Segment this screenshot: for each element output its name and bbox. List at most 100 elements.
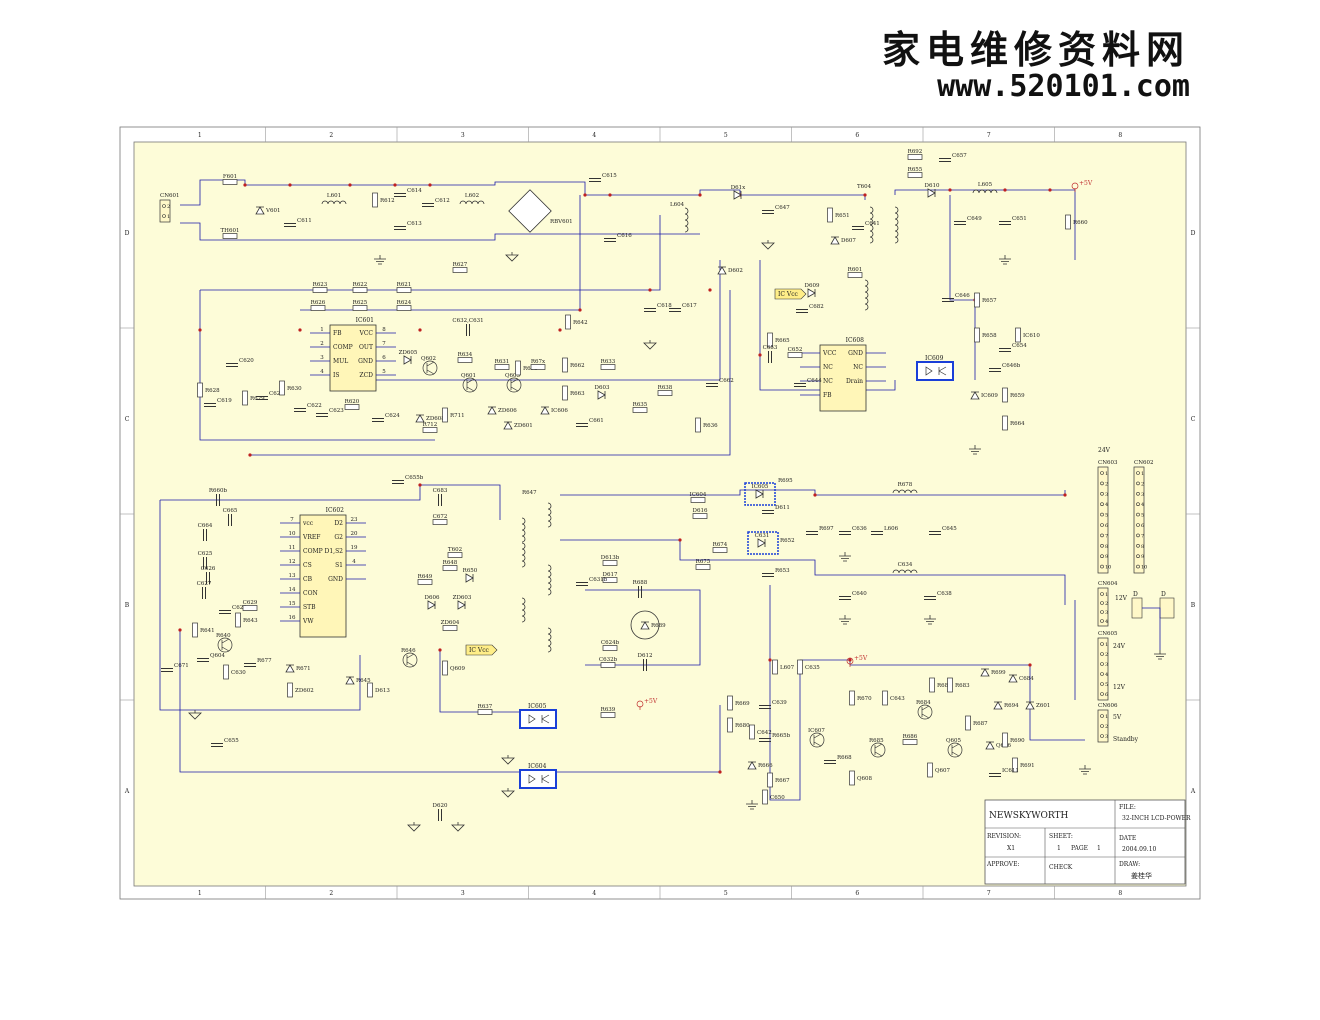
column-marker: 2	[329, 890, 333, 897]
resistor-symbol	[372, 192, 378, 208]
winding-symbol	[547, 502, 552, 528]
diode-label: R652	[780, 538, 795, 544]
diode-label: D602	[728, 268, 743, 274]
inductor-label: R678	[898, 482, 913, 488]
resistor-label: C672	[433, 514, 448, 520]
cn605-label: CN605	[1098, 631, 1118, 637]
resistor-symbol	[287, 682, 293, 698]
diode-label: R699	[991, 670, 1006, 676]
resistor-symbol	[695, 417, 701, 433]
ic601-pin-number: 8	[382, 327, 386, 333]
resistor-symbol	[442, 660, 448, 676]
capacitor-label: IC611	[1002, 768, 1019, 774]
diode-label: IC609	[981, 393, 998, 399]
capacitor-label: C661	[589, 418, 604, 424]
inductor-label: L602	[465, 193, 479, 199]
cn603-pin	[1100, 471, 1104, 475]
capacitor-label: C654	[1012, 343, 1027, 349]
optocoupler-internals	[528, 714, 550, 724]
ground-symbol	[969, 445, 981, 455]
resistor-label: R625	[353, 300, 368, 306]
ic608-pin-label: GND	[848, 350, 863, 357]
diode-symbol	[980, 668, 990, 677]
row-marker: C	[1191, 416, 1196, 423]
resistor-symbol	[907, 154, 923, 160]
dual-diode-outline	[747, 531, 779, 555]
diode-label: D610	[925, 183, 940, 189]
ic602-pin-label: CB	[303, 576, 313, 583]
capacitor-label: C628	[232, 605, 247, 611]
ic608-pin-label: FB	[823, 392, 832, 399]
capacitor-label: C683	[433, 488, 448, 494]
cn603-pin	[1100, 481, 1104, 486]
cn605-pin-number: 1	[1105, 642, 1108, 648]
resistor-symbol	[965, 715, 971, 731]
capacitor-label: C614	[407, 188, 422, 194]
vcc-flag	[465, 644, 498, 656]
ic601-pin-number: 5	[382, 369, 386, 375]
resistor-symbol	[692, 513, 708, 519]
resistor-label: R686	[903, 734, 918, 740]
resistor-symbol	[1002, 415, 1008, 431]
resistor-symbol	[632, 407, 648, 413]
ground-symbol	[761, 240, 775, 250]
transistor-label: Q605	[946, 738, 962, 744]
junction-dot	[418, 328, 422, 332]
ic602-pin-label: GND	[328, 576, 343, 583]
junction-dot	[1063, 493, 1067, 497]
resistor-symbol	[787, 352, 803, 358]
diode-label: D606	[425, 595, 440, 601]
transistor-symbol	[402, 652, 418, 668]
resistor-label: D613b	[601, 555, 620, 561]
resistor-label: R682	[937, 683, 952, 689]
resistor-label: C642	[757, 730, 772, 736]
ic602-pin-number: 12	[289, 559, 296, 565]
capacitor-label: C639	[772, 700, 787, 706]
column-marker: 4	[592, 132, 596, 139]
column-marker: 5	[724, 132, 728, 139]
ic601-name: IC601	[356, 317, 374, 324]
cn605-body	[1097, 637, 1109, 701]
resistor-symbol	[279, 380, 285, 396]
resistor-label: R636	[703, 423, 718, 429]
ic602-return	[159, 500, 361, 711]
resistor-symbol	[242, 390, 248, 406]
resistor-label: R633	[601, 359, 616, 365]
transistor-leads	[874, 743, 883, 757]
ic601-pin-label: IS	[333, 372, 339, 379]
diode-symbol	[427, 600, 436, 610]
capacitor-label: R697	[819, 526, 834, 532]
resistor-label: F601	[223, 174, 237, 180]
ic601-pin-label: GND	[358, 358, 373, 365]
resistor-symbol	[494, 364, 510, 370]
resistor-label: Q607	[935, 768, 951, 774]
cn602-pin	[1136, 512, 1140, 517]
cn605-pin	[1100, 662, 1104, 666]
winding-symbol	[684, 207, 689, 233]
capacitor-label: D611	[775, 505, 790, 511]
pfc-return	[199, 290, 435, 441]
resistor-label: R690	[1010, 738, 1025, 744]
resistor-symbol	[222, 179, 238, 185]
cn605-pin-number: 3	[1105, 662, 1108, 668]
diode-label: IC606	[551, 408, 568, 414]
ic602-name: IC602	[326, 507, 345, 514]
junction-dot	[288, 183, 292, 187]
capacitor-label: C647	[775, 205, 790, 211]
diode-symbol	[285, 664, 295, 673]
resistor-symbol	[974, 327, 980, 343]
capacitor-label: C627	[197, 581, 212, 587]
diode-label: ZD606	[498, 408, 517, 414]
cn603-pin	[1100, 554, 1104, 559]
capacitor-label: C662	[719, 378, 734, 384]
resistor-symbol	[352, 287, 368, 293]
vcc-flag-label: IC Vcc	[778, 291, 799, 298]
site-url[interactable]: www.520101.com	[937, 69, 1190, 104]
resistor-symbol	[602, 560, 618, 566]
resistor-label: R665	[775, 338, 790, 344]
resistor-label: R630	[287, 386, 302, 392]
resistor-label: R601	[848, 267, 863, 273]
resistor-label: C630	[231, 670, 246, 676]
row-marker: B	[1191, 602, 1196, 609]
